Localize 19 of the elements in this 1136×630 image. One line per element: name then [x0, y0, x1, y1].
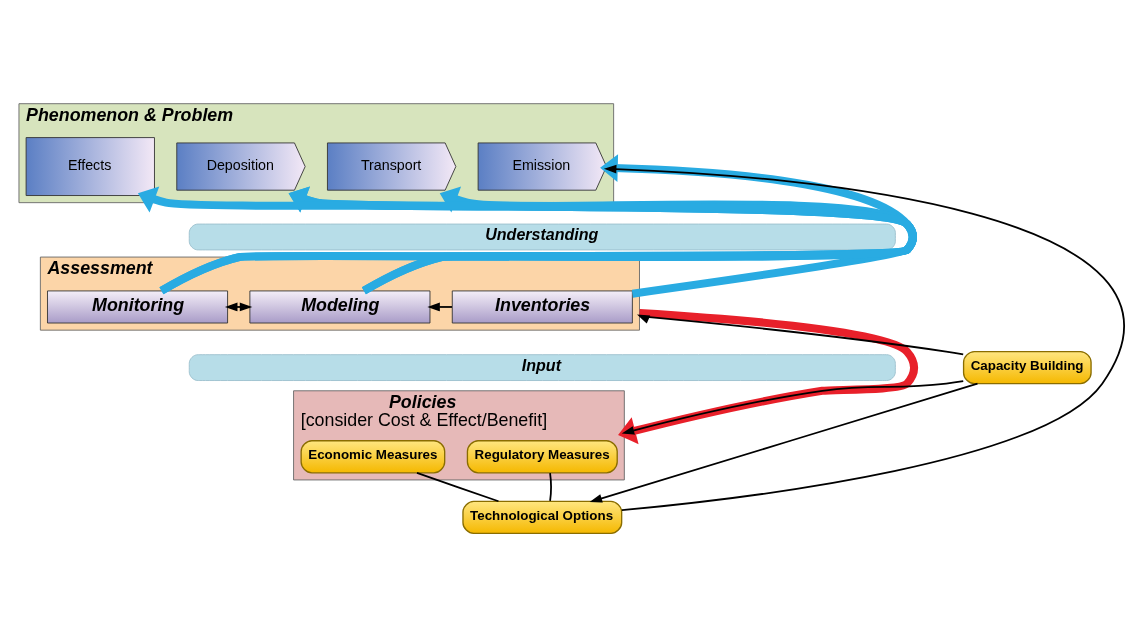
- node-box: Inventories: [451, 290, 633, 324]
- node-box: Input: [188, 354, 896, 381]
- node-box: Effects: [25, 137, 155, 196]
- arrow: [427, 302, 453, 312]
- connector: [549, 472, 552, 502]
- node-box: Technological Options: [462, 500, 623, 535]
- arrow: [637, 314, 965, 356]
- node-box: Regulatory Measures: [466, 440, 618, 474]
- node-box: Capacity Building: [962, 350, 1092, 385]
- arrow: [224, 302, 253, 312]
- arrow: [589, 382, 979, 503]
- connector: [416, 472, 500, 503]
- arrow: [603, 164, 1123, 512]
- node-box: Understanding: [188, 223, 896, 251]
- node-box: Modeling: [249, 290, 431, 324]
- node-box: Economic Measures: [300, 440, 446, 474]
- arrow: [618, 308, 919, 445]
- arrow: [621, 380, 965, 435]
- node-box: Monitoring: [47, 290, 229, 324]
